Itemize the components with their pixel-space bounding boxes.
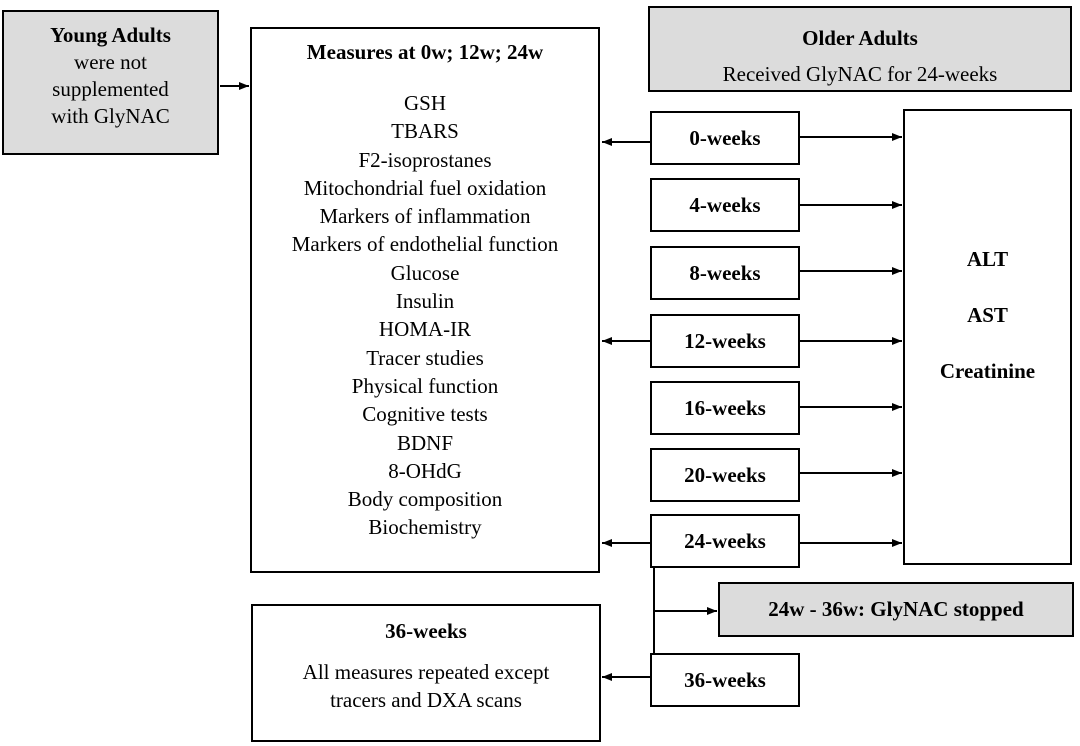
week-box-20: 20-weeks [650, 448, 800, 502]
measure-item: F2-isoprostanes [358, 147, 492, 172]
older-adults-box: Older Adults Received GlyNAC for 24-week… [648, 6, 1072, 92]
young-adults-line: with GlyNAC [51, 104, 170, 128]
week-box-8: 8-weeks [650, 246, 800, 300]
measure-item: Insulin [395, 289, 455, 314]
week36-line: tracers and DXA scans [330, 688, 522, 712]
young-adults-line: supplemented [52, 77, 169, 101]
measure-item: Cognitive tests [362, 402, 488, 427]
measure-item: Glucose [390, 260, 460, 285]
glynac-stopped-box: 24w - 36w: GlyNAC stopped [718, 582, 1074, 637]
measure-item: Physical function [351, 373, 499, 398]
measures-title: Measures at 0w; 12w; 24w [306, 40, 544, 64]
week36-line: All measures repeated except [302, 660, 550, 684]
week-box-16: 16-weeks [650, 381, 800, 435]
week36-title: 36-weeks [385, 619, 467, 643]
measure-item: BDNF [396, 430, 454, 455]
week-box-24: 24-weeks [650, 514, 800, 568]
measure-item: Markers of inflammation [319, 204, 531, 229]
labs-box: ALT AST Creatinine [903, 109, 1072, 565]
older-adults-subtitle: Received GlyNAC for 24-weeks [722, 62, 998, 86]
measures-box: Measures at 0w; 12w; 24w GSH TBARS F2-is… [250, 27, 600, 573]
measure-item: Markers of endothelial function [291, 232, 559, 257]
week36-measures-box: 36-weeks All measures repeated except tr… [251, 604, 601, 742]
measure-item: TBARS [391, 119, 459, 144]
measure-item: GSH [403, 91, 446, 115]
week-box-4: 4-weeks [650, 178, 800, 232]
measure-item: Tracer studies [366, 345, 484, 370]
lab-ast: AST [967, 303, 1008, 327]
measure-item: HOMA-IR [378, 317, 472, 342]
week-box-36: 36-weeks [650, 653, 800, 707]
week-box-0: 0-weeks [650, 111, 800, 165]
week-box-12: 12-weeks [650, 314, 800, 368]
measure-item: 8-OHdG [388, 458, 462, 483]
measure-item: Biochemistry [368, 515, 482, 540]
lab-alt: ALT [966, 247, 1009, 271]
measure-item: Body composition [347, 487, 503, 512]
young-adults-line: were not [74, 50, 147, 74]
young-adults-box: Young Adults were not supplemented with … [2, 10, 219, 155]
lab-creatinine: Creatinine [939, 359, 1036, 383]
measure-item: Mitochondrial fuel oxidation [303, 175, 547, 200]
older-adults-title: Older Adults [802, 26, 918, 50]
young-adults-title: Young Adults [50, 23, 171, 47]
